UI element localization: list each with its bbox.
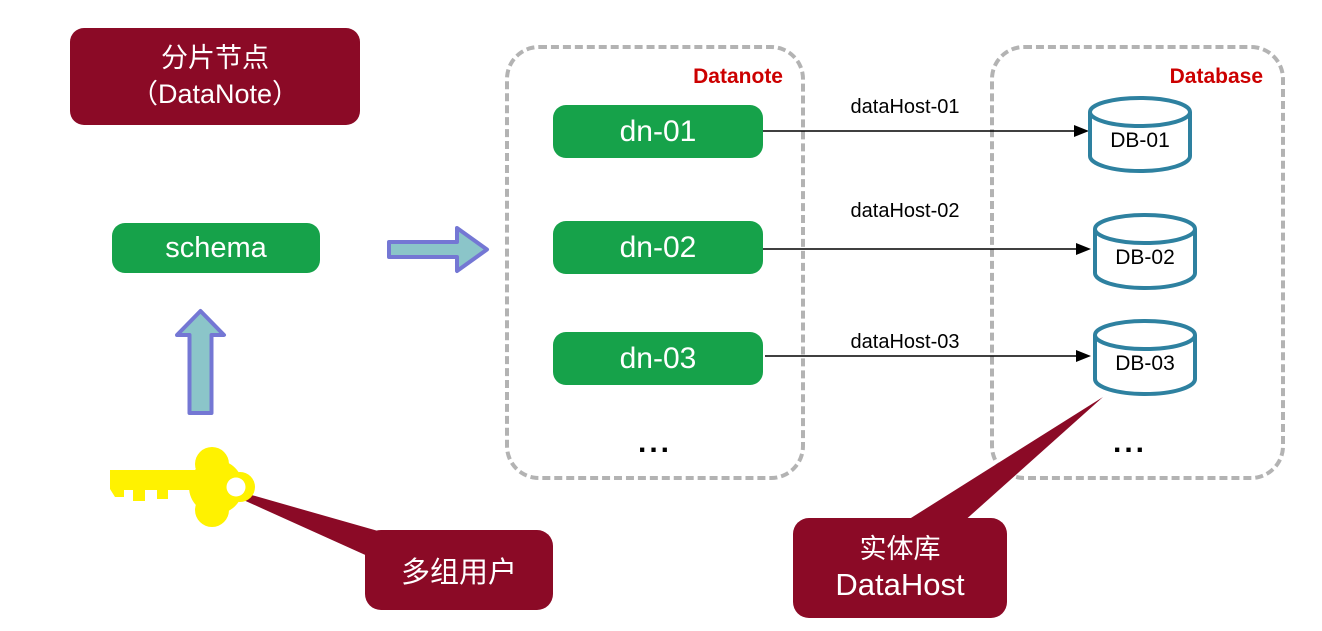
schema-node: schema xyxy=(112,223,320,273)
users-callout-label: 多组用户 xyxy=(400,557,517,589)
datanode-dn-03: dn-03 xyxy=(553,332,763,385)
datanode-dn-01: dn-01 xyxy=(553,105,763,158)
database-label-db-01: DB-01 xyxy=(1110,129,1170,152)
datahost-callout-line1: 实体库 xyxy=(859,534,941,565)
datahost-callout-line2: DataHost xyxy=(835,566,965,602)
datanote-ellipsis: ... xyxy=(637,426,672,459)
datanode-dn-02: dn-02 xyxy=(553,221,763,274)
datanode-label: dn-02 xyxy=(619,230,697,264)
database-label-db-03: DB-03 xyxy=(1115,352,1175,375)
datanode-label: dn-01 xyxy=(619,114,697,148)
link-label-datahost-01: dataHost-01 xyxy=(850,96,960,118)
link-label-datahost-02: dataHost-02 xyxy=(850,200,960,222)
schema-node-label: schema xyxy=(165,231,267,264)
datanote-group-title: Datanote xyxy=(693,65,783,88)
link-label-datahost-03: dataHost-03 xyxy=(850,331,960,353)
block-arrow-up-icon xyxy=(175,309,226,415)
database-group-container: Database xyxy=(990,45,1285,480)
datanote-title-box: 分片节点 （DataNote） xyxy=(70,28,360,125)
database-ellipsis: ... xyxy=(1112,426,1147,459)
users-callout-tail xyxy=(199,480,392,558)
users-callout: 多组用户 xyxy=(365,530,553,610)
database-group-title: Database xyxy=(1169,65,1263,88)
datanote-group-container: Datanote xyxy=(505,45,805,480)
key-icon xyxy=(110,447,255,527)
title-line-2: （DataNote） xyxy=(130,78,300,109)
title-line-1: 分片节点 xyxy=(161,43,269,74)
datanode-label: dn-03 xyxy=(619,341,697,375)
block-arrow-right-icon xyxy=(387,226,489,273)
datahost-callout: 实体库 DataHost xyxy=(793,518,1007,618)
database-label-db-02: DB-02 xyxy=(1115,246,1175,269)
